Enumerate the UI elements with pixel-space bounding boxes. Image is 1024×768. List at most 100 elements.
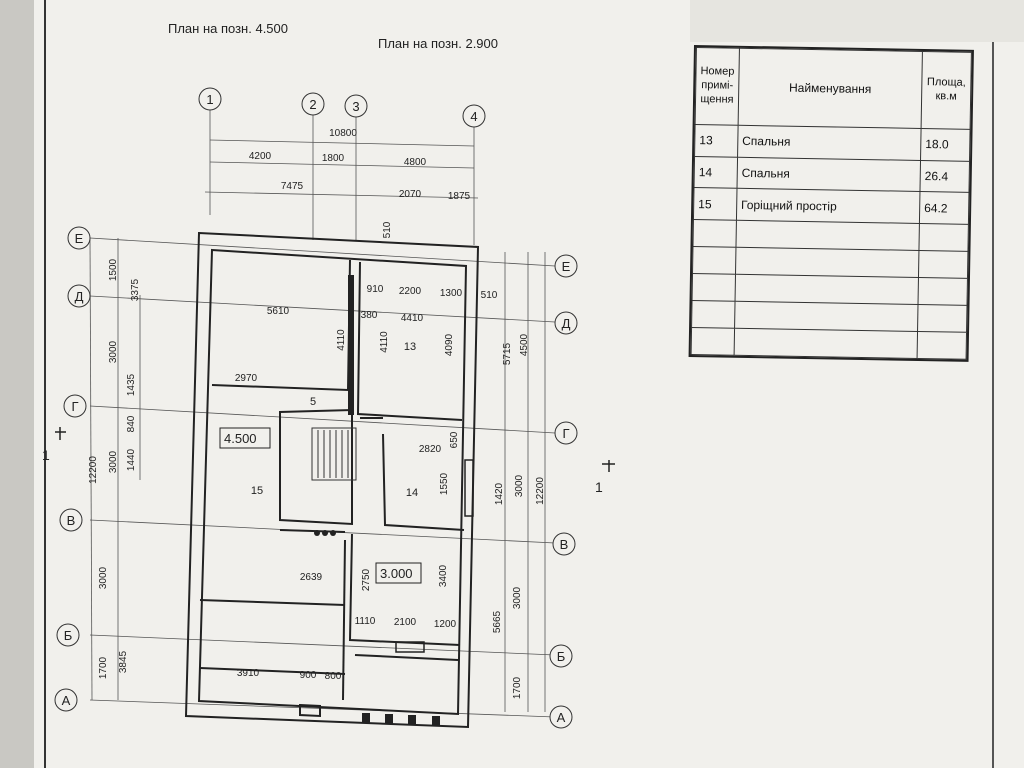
dim-4410: 4410: [401, 313, 424, 324]
axis-line-g: [89, 405, 556, 434]
table-row: 14 Спальня 26.4: [694, 156, 970, 193]
cell-area: 64.2: [919, 191, 969, 225]
overlapping-paper: [690, 0, 1024, 42]
table-row: 15 Горіщний простір 64.2: [693, 187, 969, 225]
header-room-name: Найменування: [737, 48, 923, 129]
axis-label-3: 3: [352, 99, 359, 114]
cell-area: 26.4: [919, 160, 970, 193]
room-number-15: 15: [251, 485, 263, 497]
dim-left-1435: 1435: [126, 373, 137, 396]
dim-910: 910: [367, 284, 384, 295]
stair: [311, 427, 357, 481]
dim-510: 510: [481, 290, 498, 301]
axis-line-b: [89, 634, 556, 656]
dim-left-1700: 1700: [98, 656, 109, 679]
dim-right-1420: 1420: [494, 482, 505, 505]
dim-right-12200: 12200: [535, 477, 546, 505]
section-mark-right: 1: [595, 479, 603, 495]
section-mark-left: 1: [42, 447, 50, 463]
sheet-border: [44, 0, 994, 768]
outer-wall: [184, 231, 480, 729]
axis-label-d-right: Д: [562, 316, 571, 331]
dim-3400: 3400: [438, 564, 449, 587]
dim-right-4500: 4500: [519, 333, 530, 356]
dim-2639: 2639: [300, 572, 323, 583]
axis-label-d-left: Д: [75, 289, 84, 304]
dim-2750: 2750: [361, 568, 372, 591]
cell-name: Спальня: [736, 156, 921, 192]
dim-5610: 5610: [267, 306, 290, 317]
axis-label-2: 2: [309, 97, 316, 112]
dim-left-3000b: 3000: [108, 450, 119, 473]
plan-title-2900: План на позн. 2.900: [378, 36, 498, 51]
dim-left-3375: 3375: [130, 278, 141, 301]
dim-right-3000a: 3000: [514, 474, 525, 497]
axis-label-a-right: А: [557, 710, 566, 725]
dim-right-5715: 5715: [502, 342, 513, 365]
axis-line-a: [89, 699, 556, 718]
dim-1300: 1300: [440, 288, 463, 299]
dim-2100: 2100: [394, 617, 417, 628]
axis-label-1: 1: [206, 92, 213, 107]
cell-area: 18.0: [920, 128, 971, 161]
table-row-empty: [691, 327, 967, 360]
axis-label-v-left: В: [67, 513, 76, 528]
dim-4800: 4800: [404, 157, 427, 168]
dim-2970: 2970: [235, 373, 258, 384]
wall-ticks: [314, 275, 440, 726]
axis-label-a-left: А: [62, 693, 71, 708]
axis-label-v-right: В: [560, 537, 569, 552]
room-number-14: 14: [406, 487, 418, 499]
header-room-number: Номер примі-щення: [695, 47, 740, 126]
dim-800: 800: [325, 671, 342, 682]
dim-2820: 2820: [419, 444, 442, 455]
dim-4090: 4090: [444, 333, 455, 356]
dim-left-3000a: 3000: [108, 340, 119, 363]
room-number-5: 5: [310, 396, 316, 408]
dim-1800: 1800: [322, 153, 345, 164]
dim-1200: 1200: [434, 619, 457, 630]
dim-1550: 1550: [439, 472, 450, 495]
axis-label-b-right: Б: [557, 649, 566, 664]
axis-label-e-right: Е: [562, 259, 571, 274]
dim-650: 650: [449, 431, 460, 448]
axis-label-g-right: Г: [562, 426, 569, 441]
dim-1875: 1875: [448, 191, 471, 202]
dim-4110a: 4110: [336, 329, 347, 351]
cell-name: Спальня: [737, 125, 922, 161]
dim-left-1500: 1500: [108, 258, 119, 281]
axis-label-e-left: Е: [75, 231, 84, 246]
cell-num: 14: [694, 156, 738, 189]
dim-left-3000c: 3000: [98, 566, 109, 589]
axis-line-e: [89, 237, 556, 267]
dim-top-total: 10800: [329, 128, 357, 139]
level-mark-4500: 4.500: [224, 431, 257, 446]
plan-title-4500: План на позн. 4.500: [168, 21, 288, 36]
axis-label-g-left: Г: [71, 399, 78, 414]
dim-right-3000b: 3000: [512, 586, 523, 609]
room-number-13: 13: [404, 341, 416, 353]
dim-510-top: 510: [382, 221, 393, 238]
dim-left-840: 840: [126, 415, 137, 432]
table-row: 13 Спальня 18.0: [694, 124, 971, 161]
dim-900: 900: [300, 670, 317, 681]
dim-2200: 2200: [399, 286, 422, 297]
dim-4110b: 4110: [379, 331, 390, 353]
dim-2070: 2070: [399, 189, 422, 200]
dim-left-12200: 12200: [88, 456, 99, 484]
axis-label-4: 4: [470, 109, 477, 124]
dim-right-5665: 5665: [492, 610, 503, 633]
dim-7475: 7475: [281, 181, 304, 192]
header-room-area: Площа, кв.м: [921, 51, 972, 130]
dim-3910: 3910: [237, 668, 260, 679]
dim-1110: 1110: [355, 616, 376, 627]
cell-num: 15: [693, 187, 737, 221]
inner-wall: [197, 248, 468, 716]
room-schedule-table: Номер примі-щення Найменування Площа, кв…: [688, 45, 974, 362]
page-edge-left: [0, 0, 34, 768]
dim-left-1440: 1440: [126, 448, 137, 471]
cell-num: 13: [694, 124, 738, 157]
cell-name: Горіщний простір: [736, 188, 920, 224]
axis-label-b-left: Б: [64, 628, 73, 643]
